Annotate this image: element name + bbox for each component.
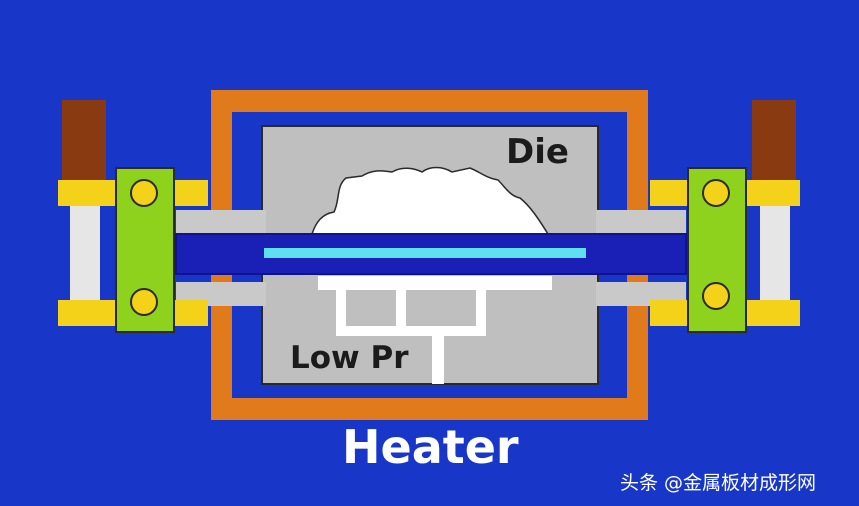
right-rod <box>760 206 790 302</box>
clamp-bars <box>176 210 686 306</box>
left-rod <box>70 206 100 302</box>
heater-label: Heater <box>342 420 519 474</box>
formed-part <box>310 166 550 235</box>
gas-channels <box>318 276 552 384</box>
die-label: Die <box>506 132 569 172</box>
left-pin-top <box>130 179 158 207</box>
left-cylinder <box>62 100 106 182</box>
left-pin-bottom <box>130 288 158 316</box>
right-pin-top <box>702 179 730 207</box>
low-pressure-label: Low Pr <box>290 340 409 376</box>
sheet-light <box>264 248 586 258</box>
watermark: 头条 @金属板材成形网 <box>620 472 817 494</box>
right-pin-bottom <box>702 282 730 310</box>
right-cylinder <box>752 100 796 182</box>
